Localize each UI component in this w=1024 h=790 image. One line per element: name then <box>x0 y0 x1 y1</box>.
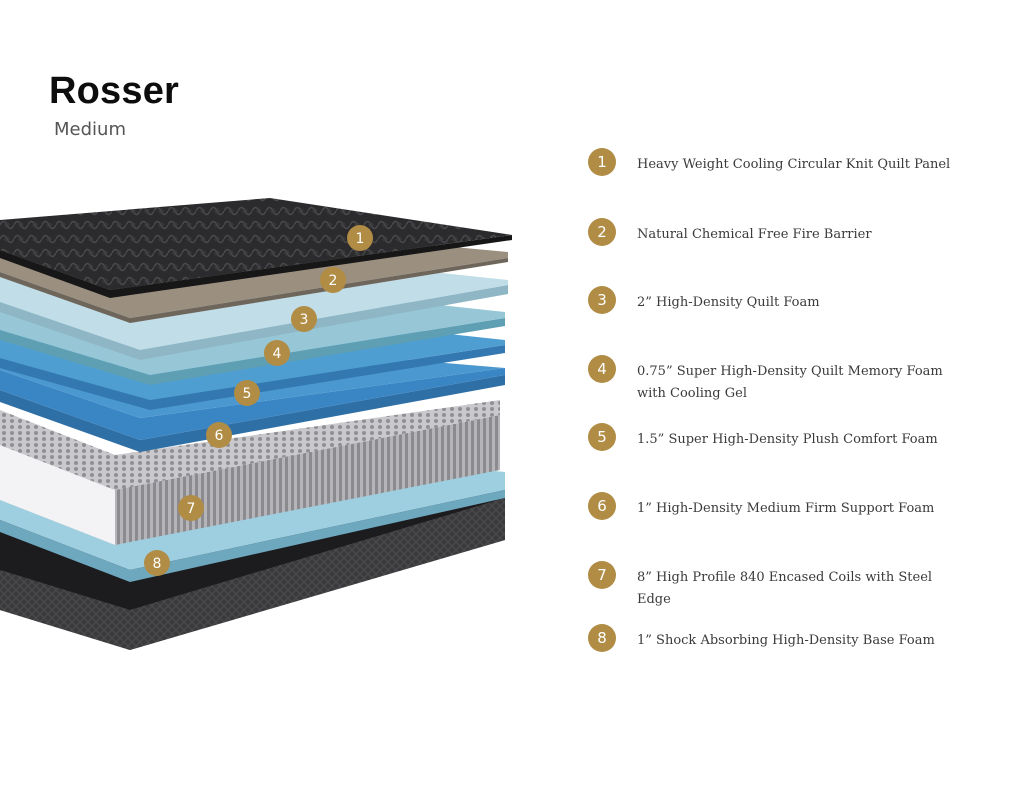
svg-text:3: 3 <box>300 312 309 328</box>
legend-label: Natural Chemical Free Fire Barrier <box>637 227 872 242</box>
legend-label: 8” High Profile 840 Encased Coils with S… <box>637 570 933 607</box>
legend-number-badge: 4 <box>588 355 616 383</box>
legend-label: 0.75” Super High-Density Quilt Memory Fo… <box>637 364 943 401</box>
badge-1: 1 <box>347 225 373 251</box>
legend-number-badge: 6 <box>588 492 616 520</box>
product-title: Rosser <box>49 70 180 112</box>
svg-text:1: 1 <box>356 231 365 247</box>
legend-item-7: 7 8” High Profile 840 Encased Coils with… <box>588 561 967 611</box>
legend-item-6: 6 1” High-Density Medium Firm Support Fo… <box>588 492 967 520</box>
legend-label: 1.5” Super High-Density Plush Comfort Fo… <box>637 432 938 447</box>
legend-item-3: 3 2” High-Density Quilt Foam <box>588 286 967 314</box>
legend-item-1: 1 Heavy Weight Cooling Circular Knit Qui… <box>588 148 967 176</box>
badge-8: 8 <box>144 550 170 576</box>
svg-text:8: 8 <box>153 556 162 572</box>
svg-text:5: 5 <box>243 386 252 402</box>
badge-2: 2 <box>320 267 346 293</box>
legend-number-badge: 5 <box>588 423 616 451</box>
legend-item-8: 8 1” Shock Absorbing High-Density Base F… <box>588 624 967 652</box>
legend-label: 1” Shock Absorbing High-Density Base Foa… <box>637 633 935 648</box>
badge-7: 7 <box>178 495 204 521</box>
legend-item-2: 2 Natural Chemical Free Fire Barrier <box>588 218 967 246</box>
layer-7-coils <box>0 400 500 545</box>
svg-text:2: 2 <box>329 273 338 289</box>
legend-label: 1” High-Density Medium Firm Support Foam <box>637 501 935 516</box>
legend-item-5: 5 1.5” Super High-Density Plush Comfort … <box>588 423 967 451</box>
product-firmness: Medium <box>54 119 126 140</box>
layer-1-quilt-panel <box>0 198 512 298</box>
svg-text:7: 7 <box>187 501 196 517</box>
svg-text:4: 4 <box>273 346 282 362</box>
legend-number-badge: 1 <box>588 148 616 176</box>
mattress-layers-illustration: 1 2 3 4 5 6 7 8 <box>0 198 512 650</box>
badge-5: 5 <box>234 380 260 406</box>
legend-label: Heavy Weight Cooling Circular Knit Quilt… <box>637 157 951 172</box>
legend-number-badge: 8 <box>588 624 616 652</box>
badge-3: 3 <box>291 306 317 332</box>
legend-label: 2” High-Density Quilt Foam <box>637 295 820 310</box>
legend-number-badge: 3 <box>588 286 616 314</box>
badge-6: 6 <box>206 422 232 448</box>
legend-item-4: 4 0.75” Super High-Density Quilt Memory … <box>588 355 967 405</box>
svg-text:6: 6 <box>215 428 224 444</box>
legend-number-badge: 7 <box>588 561 616 589</box>
legend-number-badge: 2 <box>588 218 616 246</box>
badge-4: 4 <box>264 340 290 366</box>
